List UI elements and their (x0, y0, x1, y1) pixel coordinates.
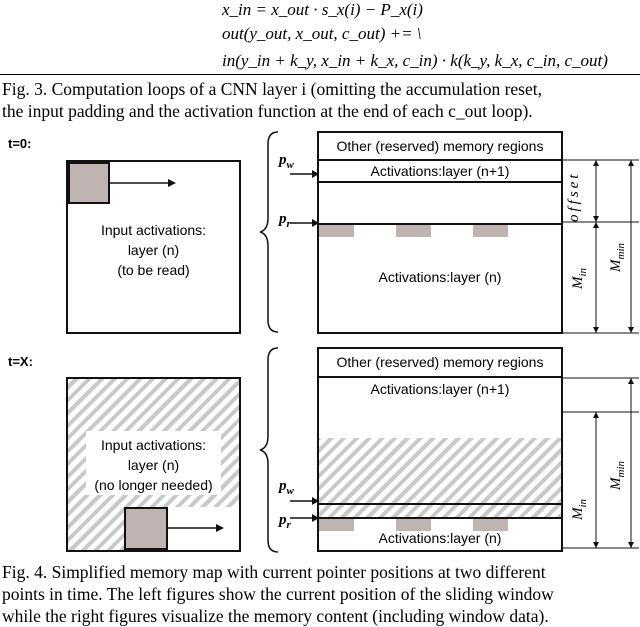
label-backdrop (86, 431, 221, 495)
read-pointer-label: pr (279, 211, 291, 230)
arrow-right-icon (290, 170, 319, 178)
fig4-caption-line-2: points in time. The left figures show th… (2, 584, 554, 604)
reserved-region-tx: Other (reserved) memory regions (317, 347, 563, 378)
fig4-caption-line-3: while the right figures visualize the me… (2, 606, 549, 626)
equation-line-1: x_in = x_out · s_x(i) − P_x(i) (222, 0, 423, 19)
m-min-label: Mmin (608, 461, 627, 490)
time-label-tx: t=X: (8, 354, 33, 369)
fig3-caption-line-2: the input padding and the activation fun… (2, 101, 533, 121)
separator-rule (0, 74, 640, 75)
write-pointer-label: pw (279, 478, 294, 497)
arrow-right-icon (108, 179, 176, 187)
arrow-right-icon (290, 514, 319, 522)
fig4-caption-line-1: Fig. 4. Simplified memory map with curre… (2, 562, 546, 582)
sliding-window-square (124, 507, 168, 550)
window-block (473, 519, 508, 531)
activations-next-t0: Activations:layer (n+1) (317, 159, 563, 183)
sliding-window-square (68, 162, 110, 204)
equation-line-2: out(y_out, x_out, c_out) += \ (222, 24, 422, 43)
window-block (396, 225, 431, 237)
arrow-right-icon (166, 524, 224, 532)
m-in-label: Min (570, 498, 589, 520)
offset-label: offset (566, 171, 582, 223)
m-min-label: Mmin (608, 243, 627, 272)
brace-icon (259, 347, 279, 553)
pointer-line (319, 503, 561, 505)
window-block (319, 225, 354, 237)
consumed-region (319, 438, 561, 504)
time-label-t0: t=0: (8, 136, 32, 151)
window-block (319, 519, 354, 531)
brace-icon (259, 131, 279, 333)
memory-body-t0: Activations:layer (n) (317, 181, 563, 334)
input-label-tx: Input activations: layer (n) (no longer … (94, 437, 213, 493)
input-label-t0: Input activations: layer (n) (to be read… (100, 222, 207, 278)
activations-current-label: Activations:layer (n) (378, 269, 502, 285)
input-window-t0: Input activations: layer (n) (to be read… (66, 160, 241, 334)
read-pointer-label: pr (279, 512, 291, 531)
write-pointer-label: pw (279, 152, 294, 171)
arrow-right-icon (290, 497, 319, 505)
input-window-tx: Input activations: layer (n) (no longer … (66, 377, 241, 552)
fig3-caption-line-1: Fig. 3. Computation loops of a CNN layer… (2, 79, 542, 99)
window-block (396, 519, 431, 531)
window-block (473, 225, 508, 237)
m-in-label: Min (570, 267, 589, 289)
pointer-line (319, 223, 561, 225)
activations-current-label: Activations:layer (n) (378, 530, 502, 546)
dimension-markers-t0 (563, 159, 639, 334)
pointer-line (319, 517, 561, 519)
activations-next-label: Activations:layer (n+1) (370, 381, 510, 397)
arrow-right-icon (290, 219, 319, 227)
consumed-region (319, 505, 561, 518)
dimension-markers-tx (563, 377, 639, 549)
equation-line-3: in(y_in + k_y, x_in + k_x, c_in) · k(k_y… (222, 51, 608, 70)
memory-body-tx: Activations:layer (n+1) Activations:laye… (317, 376, 563, 552)
reserved-region-t0: Other (reserved) memory regions (317, 131, 563, 161)
